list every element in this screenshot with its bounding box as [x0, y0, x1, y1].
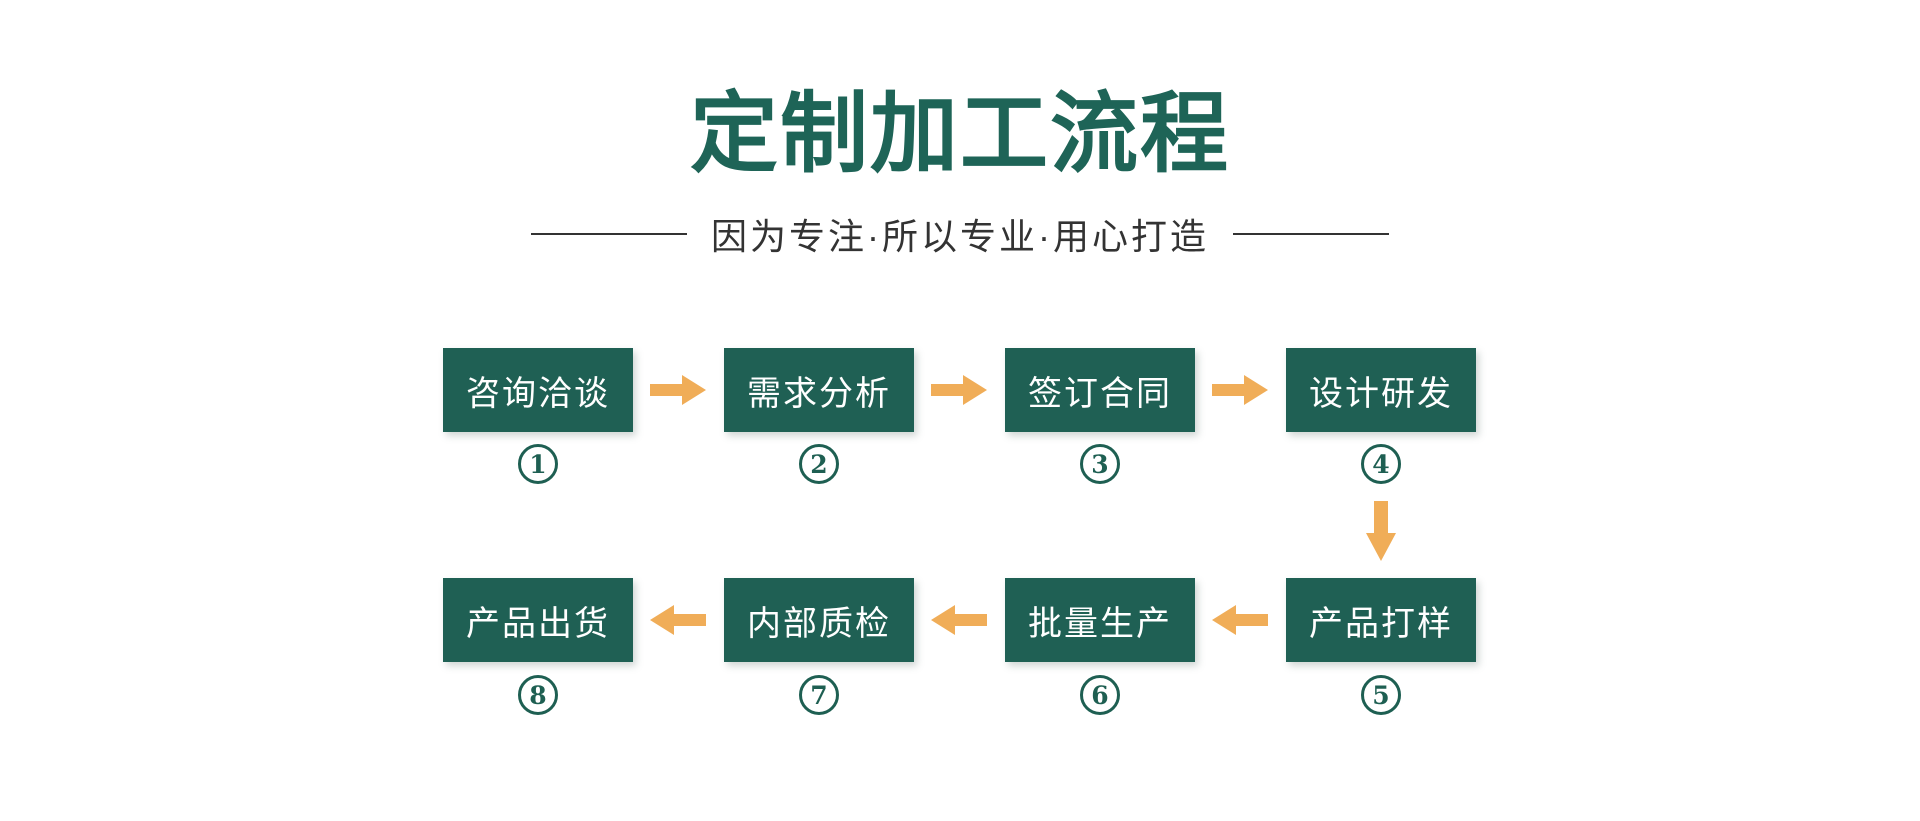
arrow-down-icon [1366, 501, 1396, 561]
step-5-number-badge: 5 [1361, 675, 1401, 715]
step-2-number-badge: 2 [799, 444, 839, 484]
step-4-box: 设计研发 [1286, 348, 1476, 432]
page-title: 定制加工流程 [689, 84, 1230, 183]
step-7-box: 内部质检 [724, 578, 914, 662]
step-2-box: 需求分析 [724, 348, 914, 432]
step-1-number-badge: 1 [518, 444, 558, 484]
step-3-number-badge: 3 [1080, 444, 1120, 484]
arrow-left-icon [650, 605, 706, 635]
process-flow-diagram: 咨询洽谈 需求分析 签订合同 设计研发 1 2 3 4 产品打样 批量生产 内部… [443, 348, 1477, 718]
arrow-left-icon [931, 605, 987, 635]
step-7-number-badge: 7 [799, 675, 839, 715]
step-5-box: 产品打样 [1286, 578, 1476, 662]
arrow-right-icon [1212, 375, 1268, 405]
step-8-number-badge: 8 [518, 675, 558, 715]
arrow-left-icon [1212, 605, 1268, 635]
subtitle-left-rule [531, 233, 687, 235]
step-3-box: 签订合同 [1005, 348, 1195, 432]
subtitle-text: 因为专注·所以专业·用心打造 [711, 216, 1209, 257]
arrow-right-icon [650, 375, 706, 405]
subtitle-right-rule [1232, 233, 1389, 235]
step-6-box: 批量生产 [1005, 578, 1195, 662]
subtitle: 因为专注·所以专业·用心打造 [0, 212, 1920, 257]
step-1-box: 咨询洽谈 [443, 348, 633, 432]
step-4-number-badge: 4 [1361, 444, 1401, 484]
arrow-right-icon [931, 375, 987, 405]
step-8-box: 产品出货 [443, 578, 633, 662]
step-6-number-badge: 6 [1080, 675, 1120, 715]
